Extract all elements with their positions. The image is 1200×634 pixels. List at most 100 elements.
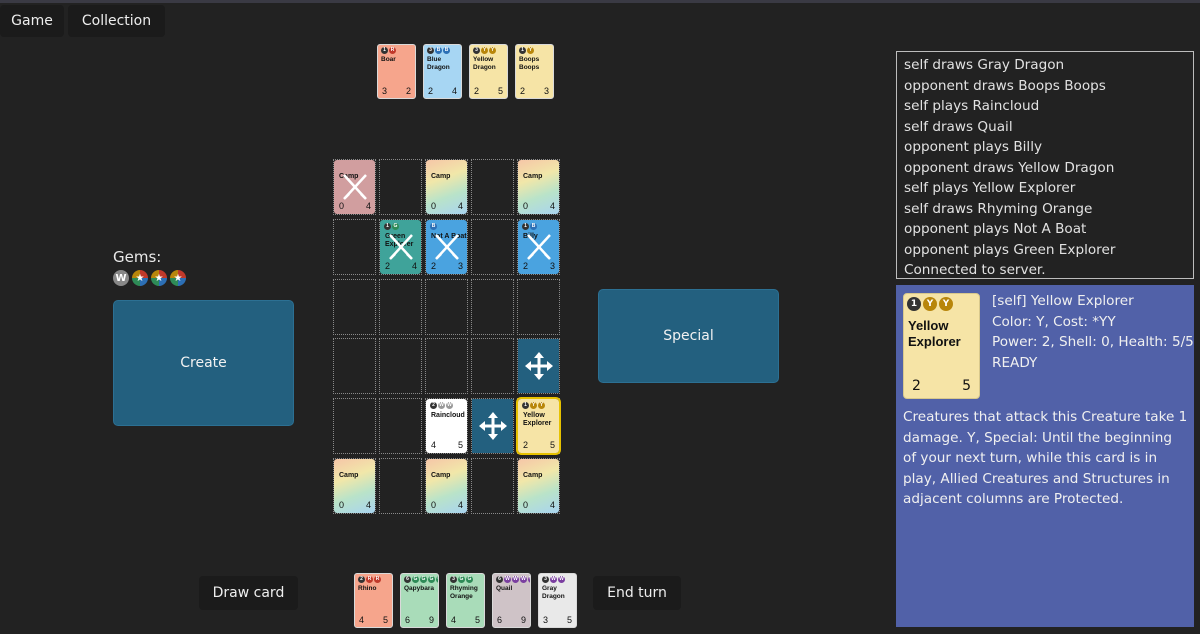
cost-gem: G <box>436 576 438 583</box>
board-cell[interactable] <box>425 398 468 454</box>
top-border <box>0 0 1200 3</box>
board-camp-card[interactable]: Camp 0 4 <box>334 160 375 214</box>
card-power: 6 <box>405 615 411 625</box>
end-turn-button[interactable]: End turn <box>593 576 681 610</box>
cost-gem: 2 <box>358 576 365 583</box>
nav-collection-button[interactable]: Collection <box>68 5 165 37</box>
gem-pool: W ★ ★ ★ <box>113 270 186 286</box>
detail-card-name: Yellow Explorer <box>908 318 961 349</box>
log-entry: self draws Quail <box>904 118 1013 135</box>
move-arrows-icon <box>478 412 507 440</box>
cost-gem: G <box>412 576 419 583</box>
board-cell[interactable] <box>333 458 376 514</box>
log-entry: opponent draws Yellow Dragon <box>904 159 1115 176</box>
card-power: 4 <box>359 615 365 625</box>
board-cell[interactable] <box>425 338 468 394</box>
card-name: Camp <box>339 472 359 479</box>
cost-gem: W <box>528 576 530 583</box>
card-health: 3 <box>543 86 549 96</box>
cost-gem: 6 <box>404 576 411 583</box>
card-power: 0 <box>339 201 345 211</box>
board-cell[interactable] <box>333 398 376 454</box>
board-cell[interactable] <box>333 338 376 394</box>
attacking-swords-icon <box>527 234 551 260</box>
player-hand-card[interactable]: 6WWWWWQuail69 <box>492 573 531 628</box>
board-cell[interactable] <box>471 219 514 275</box>
card-power: 2 <box>431 261 437 271</box>
board-cell[interactable] <box>517 219 560 275</box>
board-cell[interactable] <box>333 279 376 335</box>
card-power: 0 <box>523 500 529 510</box>
nav-game-button[interactable]: Game <box>0 5 64 37</box>
board-cell[interactable] <box>517 398 560 454</box>
board-camp-card[interactable]: Camp 0 4 <box>426 160 467 214</box>
cost-gem: G <box>458 576 465 583</box>
card-name: Qapybara <box>404 585 434 592</box>
cost-gem: Y <box>939 297 953 311</box>
board-cell[interactable] <box>425 159 468 215</box>
board-creature-card[interactable]: B Not A Boat 2 3 <box>426 220 467 274</box>
board-cell[interactable] <box>471 458 514 514</box>
board-cell[interactable] <box>379 219 422 275</box>
special-button[interactable]: Special <box>598 289 779 383</box>
board-cell[interactable] <box>517 338 560 394</box>
board-cell[interactable] <box>471 338 514 394</box>
board-camp-card[interactable]: Camp 0 4 <box>518 160 559 214</box>
attacking-swords-icon <box>343 174 367 200</box>
board-cell[interactable] <box>425 458 468 514</box>
board-cell[interactable] <box>517 279 560 335</box>
board-cell[interactable] <box>517 159 560 215</box>
board-cell[interactable] <box>471 159 514 215</box>
board-camp-card[interactable]: Camp 0 4 <box>334 459 375 513</box>
cost-gem: 6 <box>496 576 503 583</box>
player-hand-card[interactable]: 6GGGGGQapybara69 <box>400 573 439 628</box>
card-health: 9 <box>428 615 434 625</box>
board-cell[interactable] <box>379 159 422 215</box>
board-cell[interactable] <box>471 398 514 454</box>
board-cell[interactable] <box>471 279 514 335</box>
card-power: 2 <box>520 86 526 96</box>
card-name: Camp <box>431 173 451 180</box>
create-button[interactable]: Create <box>113 300 294 426</box>
board-cell[interactable] <box>379 279 422 335</box>
card-power: 0 <box>523 201 529 211</box>
cost-gem: R <box>374 576 381 583</box>
board-cell[interactable] <box>379 458 422 514</box>
card-health: 4 <box>549 201 555 211</box>
move-target-tile[interactable] <box>518 339 559 393</box>
move-target-tile[interactable] <box>472 399 513 453</box>
board-cell[interactable] <box>425 279 468 335</box>
board-cell[interactable] <box>379 338 422 394</box>
board-camp-card[interactable]: Camp 0 4 <box>518 459 559 513</box>
card-power: 3 <box>382 86 388 96</box>
card-name: Rhino <box>358 585 377 592</box>
card-health: 9 <box>520 615 526 625</box>
board-cell[interactable] <box>333 159 376 215</box>
board-cell[interactable] <box>379 398 422 454</box>
card-name: Blue Dragon <box>427 56 450 71</box>
board-cell[interactable] <box>333 219 376 275</box>
detail-card-health: 5 <box>962 378 971 394</box>
log-entry: opponent plays Not A Boat <box>904 221 1087 237</box>
card-name: Not A Boat <box>431 233 467 240</box>
attacking-swords-icon <box>389 234 413 260</box>
board-cell[interactable] <box>425 219 468 275</box>
cost-gem: G <box>420 576 427 583</box>
draw-card-button[interactable]: Draw card <box>199 576 298 610</box>
board-camp-card[interactable]: Camp 0 4 <box>426 459 467 513</box>
log-entry: self plays Yellow Explorer <box>904 180 1076 196</box>
card-health: 3 <box>549 261 555 271</box>
board-cell[interactable] <box>517 458 560 514</box>
log-entry: self draws Gray Dragon <box>904 57 1065 73</box>
